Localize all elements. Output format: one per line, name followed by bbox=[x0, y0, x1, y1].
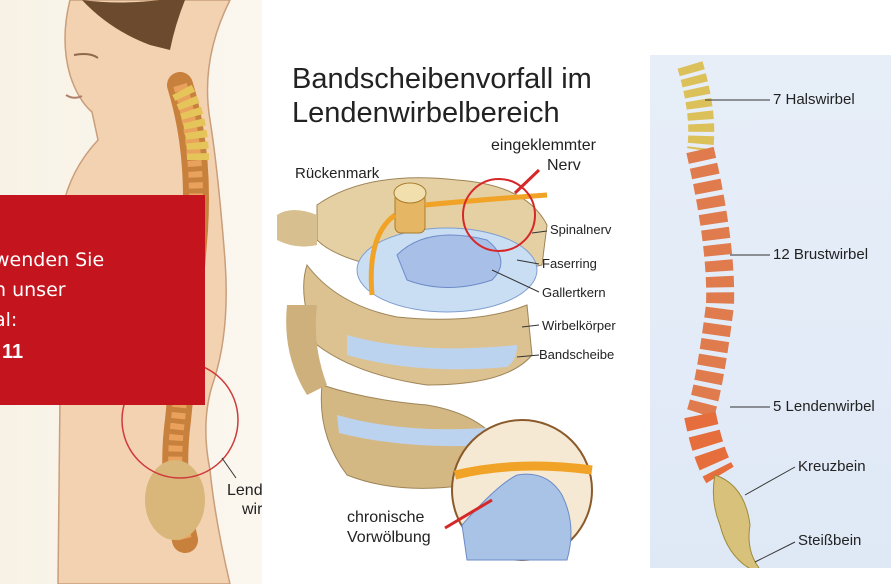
label-chronische: chronische bbox=[347, 509, 424, 527]
title-line-2: Lendenwirbelbereich bbox=[292, 96, 592, 130]
illustration-title: Bandscheibenvorfall im Lendenwirbelberei… bbox=[292, 62, 592, 130]
overlay-line-3: al: bbox=[0, 309, 17, 331]
overlay-line-4: 11 bbox=[2, 341, 23, 363]
label-faserring: Faserring bbox=[542, 256, 597, 271]
contact-overlay-box: wenden Sie n unser al: 11 bbox=[0, 195, 205, 405]
label-gallertkern: Gallertkern bbox=[542, 285, 606, 300]
label-spinalnerv: Spinalnerv bbox=[550, 222, 611, 237]
spinal-cord-top bbox=[394, 183, 426, 203]
label-halswirbel: 7 Halswirbel bbox=[773, 91, 855, 108]
middle-illustration-panel: Rückenmark eingeklemmter Nerv Spinalnerv… bbox=[277, 55, 629, 584]
title-line-1: Bandscheibenvorfall im bbox=[292, 62, 592, 96]
thoracic-spine bbox=[700, 150, 720, 415]
label-steissbein: Steißbein bbox=[798, 532, 861, 549]
sacrum-shape bbox=[713, 475, 765, 568]
label-eingeklemmter: eingeklemmter bbox=[491, 137, 596, 155]
label-bandscheibe: Bandscheibe bbox=[539, 347, 614, 362]
cervical-spine bbox=[690, 65, 701, 150]
nerve-arrow bbox=[515, 170, 539, 193]
overlay-line-1: wenden Sie bbox=[0, 249, 104, 271]
lenden-label-line2: wirbel bbox=[242, 501, 262, 519]
spine-column-illustration bbox=[650, 55, 891, 568]
label-wirbelkoerper: Wirbelkörper bbox=[542, 318, 616, 333]
overlay-line-2: n unser bbox=[0, 279, 66, 301]
label-lendenwirbel: 5 Lendenwirbel bbox=[773, 398, 875, 415]
lenden-label-line1: Lenden- bbox=[227, 482, 262, 500]
right-illustration-panel: 7 Halswirbel 12 Brustwirbel 5 Lendenwirb… bbox=[650, 55, 891, 568]
label-rueckenmark: Rückenmark bbox=[295, 165, 379, 182]
label-kreuzbein: Kreuzbein bbox=[798, 458, 866, 475]
label-nerv: Nerv bbox=[547, 157, 581, 175]
label-vorwoelbung: Vorwölbung bbox=[347, 529, 431, 547]
lumbar-spine bbox=[700, 415, 720, 475]
label-brustwirbel: 12 Brustwirbel bbox=[773, 246, 868, 263]
